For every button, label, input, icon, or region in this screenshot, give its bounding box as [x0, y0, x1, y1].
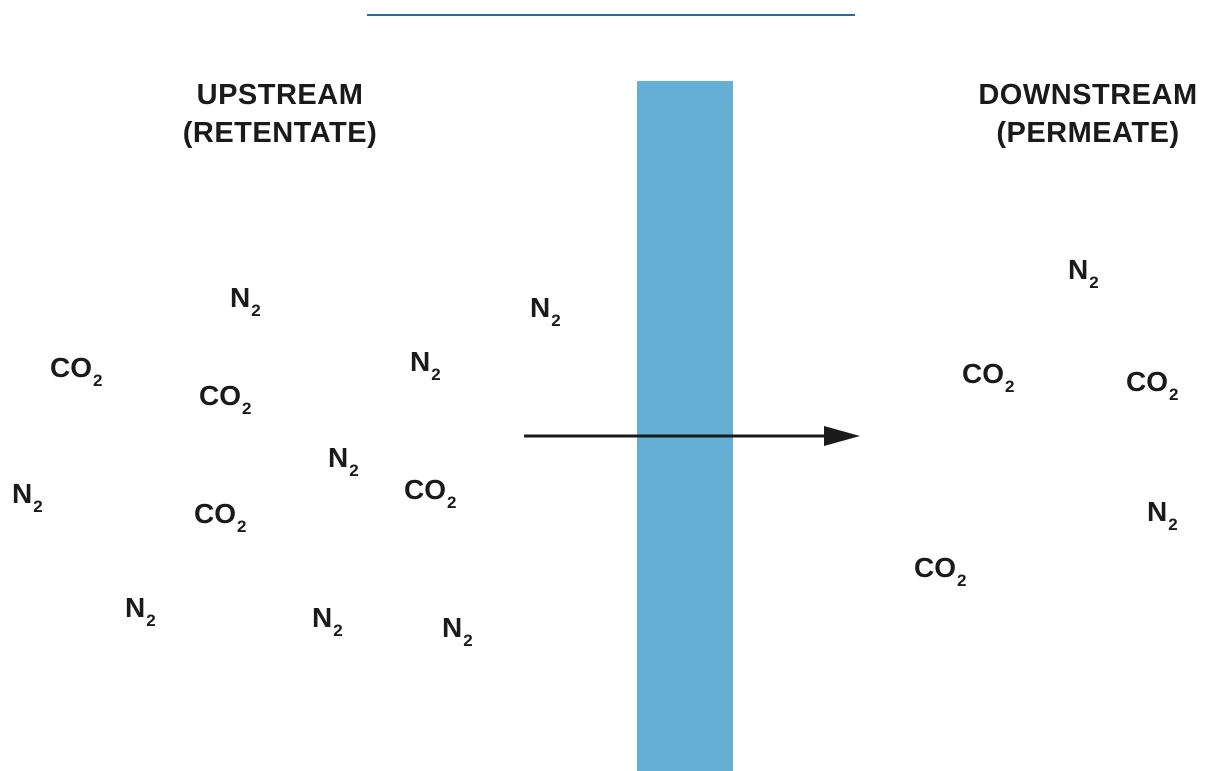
upstream-molecule: N2 [125, 592, 156, 630]
upstream-molecule: N2 [230, 282, 261, 320]
upstream-molecule: N2 [328, 442, 359, 480]
upstream-molecule: CO2 [50, 352, 103, 390]
upstream-label-line2: (RETENTATE) [182, 117, 378, 149]
molecule-formula: N [1068, 254, 1089, 285]
molecule-subscript: 2 [463, 631, 473, 650]
molecule-subscript: 2 [447, 493, 457, 512]
upstream-molecule: CO2 [194, 498, 247, 536]
molecule-formula: CO [1126, 366, 1168, 397]
top-divider-line [367, 14, 855, 16]
downstream-molecule: N2 [1147, 496, 1178, 534]
molecule-subscript: 2 [957, 571, 967, 590]
molecule-subscript: 2 [146, 611, 156, 630]
downstream-label-line2: (PERMEATE) [996, 117, 1180, 149]
molecule-formula: CO [914, 552, 956, 583]
molecule-subscript: 2 [242, 399, 252, 418]
molecule-subscript: 2 [33, 497, 43, 516]
downstream-label: DOWNSTREAM (PERMEATE) [960, 76, 1216, 152]
molecule-formula: N [530, 292, 551, 323]
molecule-subscript: 2 [349, 461, 359, 480]
upstream-molecule: N2 [12, 478, 43, 516]
molecule-formula: N [125, 592, 146, 623]
molecule-subscript: 2 [251, 301, 261, 320]
molecule-formula: CO [962, 358, 1004, 389]
molecule-formula: N [312, 602, 333, 633]
molecule-subscript: 2 [1169, 385, 1179, 404]
molecule-formula: N [328, 442, 349, 473]
downstream-label-line1: DOWNSTREAM [978, 79, 1198, 111]
upstream-molecule: CO2 [199, 380, 252, 418]
downstream-molecule: N2 [1068, 254, 1099, 292]
molecule-subscript: 2 [237, 517, 247, 536]
molecule-subscript: 2 [333, 621, 343, 640]
upstream-label: UPSTREAM (RETENTATE) [150, 76, 410, 152]
molecule-subscript: 2 [1089, 273, 1099, 292]
downstream-molecule: CO2 [914, 552, 967, 590]
molecule-subscript: 2 [1168, 515, 1178, 534]
upstream-molecule: CO2 [404, 474, 457, 512]
membrane [637, 81, 733, 771]
molecule-formula: CO [199, 380, 241, 411]
molecule-subscript: 2 [93, 371, 103, 390]
molecule-subscript: 2 [431, 365, 441, 384]
upstream-molecule: N2 [312, 602, 343, 640]
upstream-molecule: N2 [410, 346, 441, 384]
upstream-molecule: N2 [530, 292, 561, 330]
molecule-formula: N [12, 478, 33, 509]
molecule-formula: CO [194, 498, 236, 529]
molecule-subscript: 2 [551, 311, 561, 330]
molecule-subscript: 2 [1005, 377, 1015, 396]
molecule-formula: N [410, 346, 431, 377]
molecule-formula: N [230, 282, 251, 313]
molecule-formula: CO [404, 474, 446, 505]
downstream-molecule: CO2 [962, 358, 1015, 396]
upstream-label-line1: UPSTREAM [196, 79, 364, 111]
molecule-formula: N [1147, 496, 1168, 527]
flow-arrow-head [824, 426, 860, 446]
upstream-molecule: N2 [442, 612, 473, 650]
molecule-formula: N [442, 612, 463, 643]
downstream-molecule: CO2 [1126, 366, 1179, 404]
molecule-formula: CO [50, 352, 92, 383]
